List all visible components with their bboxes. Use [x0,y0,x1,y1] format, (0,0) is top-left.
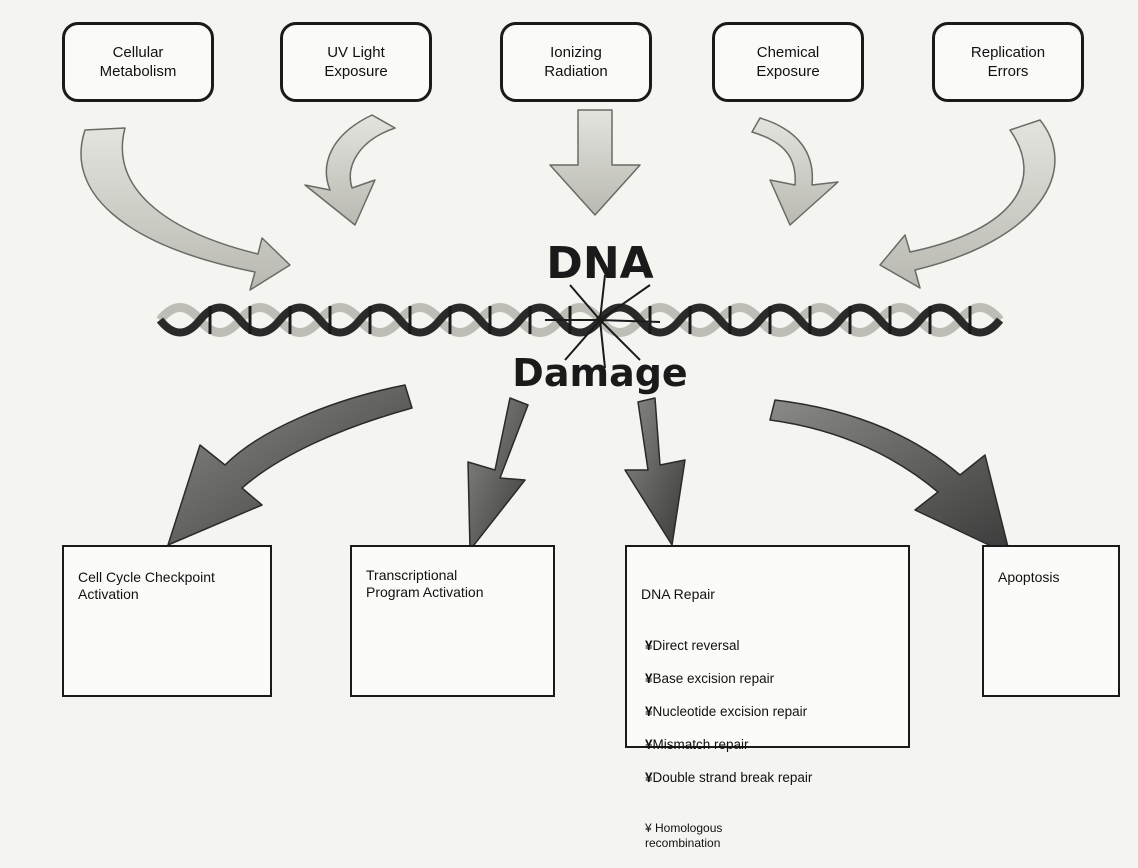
list-item: Direct reversal [645,638,896,654]
arrow-to-checkpoint [168,385,412,545]
arrow-replication [880,120,1055,288]
list-item: Mismatch repair [645,737,896,753]
outcome-apoptosis: Apoptosis [982,545,1120,697]
cause-uv-light: UV Light Exposure [280,22,432,102]
arrow-ionizing [550,110,640,215]
list-item: Base excision repair [645,671,896,687]
dna-repair-title: DNA Repair [641,586,896,603]
outcome-dna-repair: DNA Repair Direct reversal Base excision… [625,545,910,748]
cause-chemical-exposure: Chemical Exposure [712,22,864,102]
outcome-transcriptional-program: Transcriptional Program Activation [350,545,555,697]
arrow-to-transcription [468,398,528,550]
damage-title: Damage [490,352,710,394]
cause-cellular-metabolism: Cellular Metabolism [62,22,214,102]
cause-ionizing-radiation: Ionizing Radiation [500,22,652,102]
arrow-metabolism [81,128,290,290]
arrow-chemical [752,118,838,225]
list-item: Nucleotide excision repair [645,704,896,720]
dna-title: DNA [520,240,680,288]
arrow-to-repair [625,398,685,545]
output-arrows [168,385,1010,555]
list-item: Double strand break repair [645,770,896,786]
cause-replication-errors: Replication Errors [932,22,1084,102]
arrow-to-apoptosis [770,400,1010,555]
arrow-uv [305,115,395,225]
dna-repair-list: Direct reversal Base excision repair Nuc… [641,621,896,803]
dna-repair-subitem: ¥ Homologous recombination [641,821,896,851]
outcome-cell-cycle-checkpoint: Cell Cycle Checkpoint Activation [62,545,272,697]
